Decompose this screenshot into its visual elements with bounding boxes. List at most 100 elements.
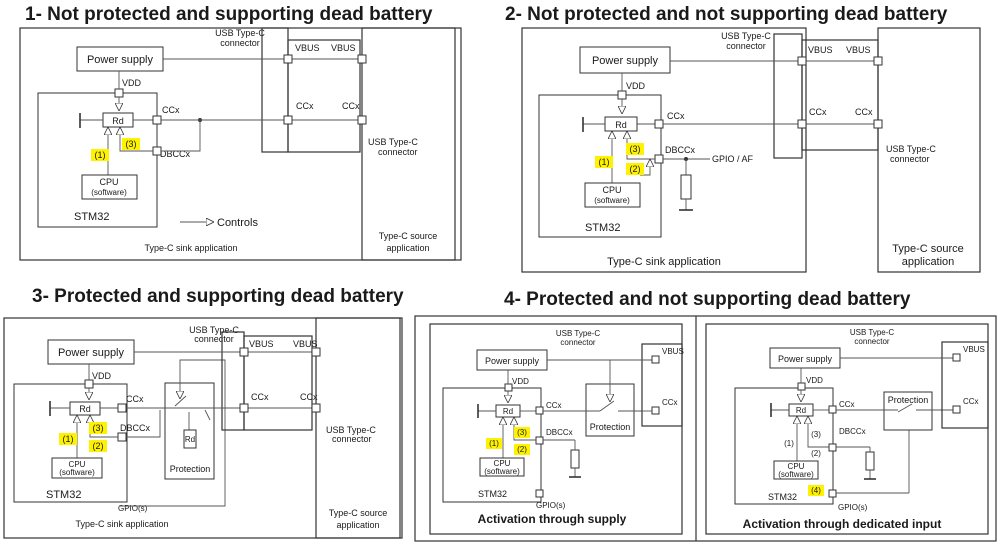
stm32-label: STM32 [46, 489, 81, 501]
cpu-software-label: (software) [484, 467, 520, 476]
vdd-label: VDD [92, 371, 112, 381]
ccx-label-right: CCx [662, 398, 678, 407]
marker-1-highlight [91, 149, 109, 161]
resistor-symbol [865, 451, 875, 471]
vdd-label: VDD [512, 377, 529, 386]
resistor-symbol [570, 449, 580, 469]
protection-rd-label: Rd [185, 435, 195, 444]
rd-label: Rd [112, 116, 124, 126]
power-supply-label: Power supply [58, 347, 125, 359]
stm32-label: STM32 [478, 489, 507, 499]
marker-1: (1) [599, 157, 610, 167]
source-application-label-2: application [902, 256, 955, 268]
source-application-frame [315, 317, 401, 539]
usb-connector-label: USB Type-C [721, 31, 771, 41]
cpu-label: CPU [69, 460, 86, 469]
cpu-software-label: (software) [59, 468, 95, 477]
gpio-label: GPIO(s) [838, 503, 868, 512]
usb-connector-right-label-2: connector [332, 434, 372, 444]
ccx-label-right: CCx [963, 397, 979, 406]
ccx-label-a: CCx [251, 392, 269, 402]
source-application-label-2: application [336, 520, 379, 530]
panel-4a: Power supply VDD Rd CCx DBCCx (1) [429, 323, 684, 535]
marker-3: (3) [811, 430, 821, 439]
panel-2: 2- Not protected and not supporting dead… [505, 4, 981, 273]
rd-label: Rd [615, 120, 627, 130]
ccx-label-b: CCx [300, 392, 318, 402]
power-supply-box [579, 46, 671, 74]
stm32-label: STM32 [74, 211, 109, 223]
marker-2: (2) [93, 441, 104, 451]
cpu-software-label: (software) [778, 470, 814, 479]
rd-label: Rd [79, 404, 91, 414]
marker-1: (1) [95, 150, 106, 160]
cpu-box [773, 460, 819, 480]
switch-symbol [897, 403, 913, 413]
vdd-pin [114, 88, 124, 98]
vbus-label: VBUS [662, 347, 684, 356]
marker-1: (1) [489, 439, 499, 448]
panel-3-title: 3- Protected and supporting dead battery [32, 286, 404, 307]
usb-connector-label-2: connector [220, 38, 260, 48]
cpu-label: CPU [788, 462, 805, 471]
marker-2: (2) [630, 164, 641, 174]
caption-activation-supply: Activation through supply [478, 512, 627, 526]
source-application-label: Type-C source [379, 231, 438, 241]
rd-box [69, 401, 101, 416]
marker-3: (3) [630, 144, 641, 154]
source-application-label-2: application [386, 243, 429, 253]
cpu-box [584, 182, 641, 208]
marker-2: (2) [811, 449, 821, 458]
vbus-label: VBUS [963, 345, 985, 354]
sink-application-label: Type-C sink application [144, 243, 237, 253]
marker-1: (1) [63, 434, 74, 444]
stm32-box [734, 387, 834, 505]
cpu-label: CPU [99, 177, 118, 187]
usb-plug [641, 343, 683, 427]
switch-symbol [174, 395, 187, 407]
panel-4b: Power supply VDD Rd CCx DBCCx (1) (3) ( [705, 323, 989, 535]
usb-connector-right-label: USB Type-C [326, 425, 376, 435]
marker-3: (3) [126, 139, 137, 149]
marker-3-highlight [122, 138, 140, 150]
panel-1-title: 1- Not protected and supporting dead bat… [25, 4, 433, 25]
vbus-label-a: VBUS [808, 45, 833, 55]
dbccx-label: DBCCx [160, 149, 191, 159]
usb-connector-label: USB Type-C [556, 329, 601, 338]
panel-4-frame [414, 315, 997, 542]
stm32-label: STM32 [585, 222, 620, 234]
protection-box [883, 391, 933, 431]
vbus-label-a: VBUS [249, 339, 274, 349]
switch-symbol [599, 400, 615, 412]
panel-1: 1- Not protected and supporting dead bat… [19, 4, 462, 261]
usb-plug-left [261, 27, 289, 153]
sink-application-frame [705, 323, 989, 535]
usb-connector-right-label: USB Type-C [368, 137, 418, 147]
panel-4: 4- Protected and not supporting dead bat… [414, 289, 997, 542]
usb-plug [941, 341, 989, 429]
gpio-af-label: GPIO / AF [712, 154, 754, 164]
ccx-label: CCx [667, 111, 685, 121]
usb-plug-right [287, 39, 361, 153]
cpu-label: CPU [602, 185, 621, 195]
power-supply-label: Power supply [87, 54, 154, 66]
protection-box [164, 382, 215, 480]
panel-3: 3- Protected and supporting dead battery… [3, 286, 404, 539]
ccx-label: CCx [126, 394, 144, 404]
usb-connector-label-2: connector [854, 337, 889, 346]
usb-connector-label-2: connector [560, 338, 595, 347]
sink-application-frame [3, 317, 403, 539]
usb-plug-right [243, 335, 313, 431]
dbccx-label: DBCCx [665, 145, 696, 155]
source-application-label: Type-C source [329, 508, 388, 518]
marker-3: (3) [93, 423, 104, 433]
panel-4-title: 4- Protected and not supporting dead bat… [504, 289, 911, 310]
usb-plug-left [773, 33, 803, 159]
rd-label: Rd [796, 406, 806, 415]
ccx-label: CCx [546, 401, 562, 410]
usb-connector-right-label-2: connector [890, 154, 930, 164]
source-application-label: Type-C source [892, 243, 964, 255]
marker-2: (2) [517, 445, 527, 454]
usb-connector-label-2: connector [726, 41, 766, 51]
